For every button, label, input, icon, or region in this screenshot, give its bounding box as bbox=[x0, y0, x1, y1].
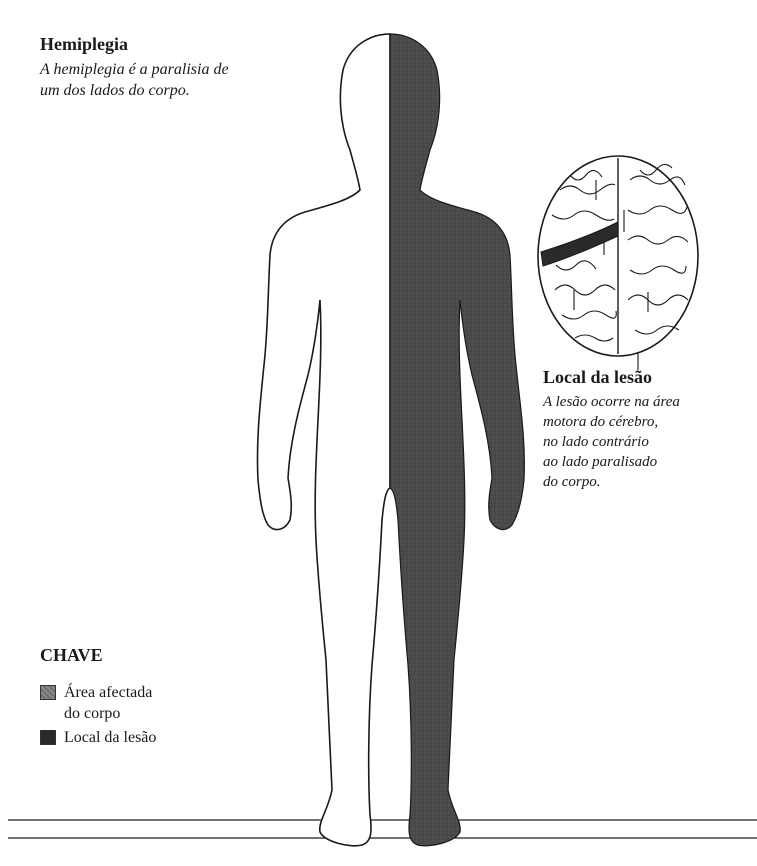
legend-swatch-affected bbox=[40, 685, 56, 700]
legend-title: CHAVE bbox=[40, 645, 156, 666]
brain-diagram bbox=[538, 156, 698, 370]
legend-label-lesion: Local da lesão bbox=[64, 727, 156, 748]
page-description: A hemiplegia é a paralisia de um dos lad… bbox=[40, 59, 229, 101]
page-title: Hemiplegia bbox=[40, 34, 229, 55]
lesion-description: A lesão ocorre na área motora do cérebro… bbox=[543, 392, 680, 492]
lesion-callout: Local da lesão A lesão ocorre na área mo… bbox=[543, 367, 680, 492]
body-left-half bbox=[257, 34, 390, 846]
lesion-title: Local da lesão bbox=[543, 367, 680, 388]
header-block: Hemiplegia A hemiplegia é a paralisia de… bbox=[40, 34, 229, 101]
legend-item-affected: Área afectada do corpo bbox=[38, 682, 156, 724]
legend: CHAVE Área afectada do corpo Local da le… bbox=[38, 645, 156, 751]
body-right-half-affected bbox=[390, 34, 524, 846]
legend-label-affected: Área afectada do corpo bbox=[64, 682, 152, 724]
legend-item-lesion: Local da lesão bbox=[38, 727, 156, 748]
legend-swatch-lesion bbox=[40, 730, 56, 745]
